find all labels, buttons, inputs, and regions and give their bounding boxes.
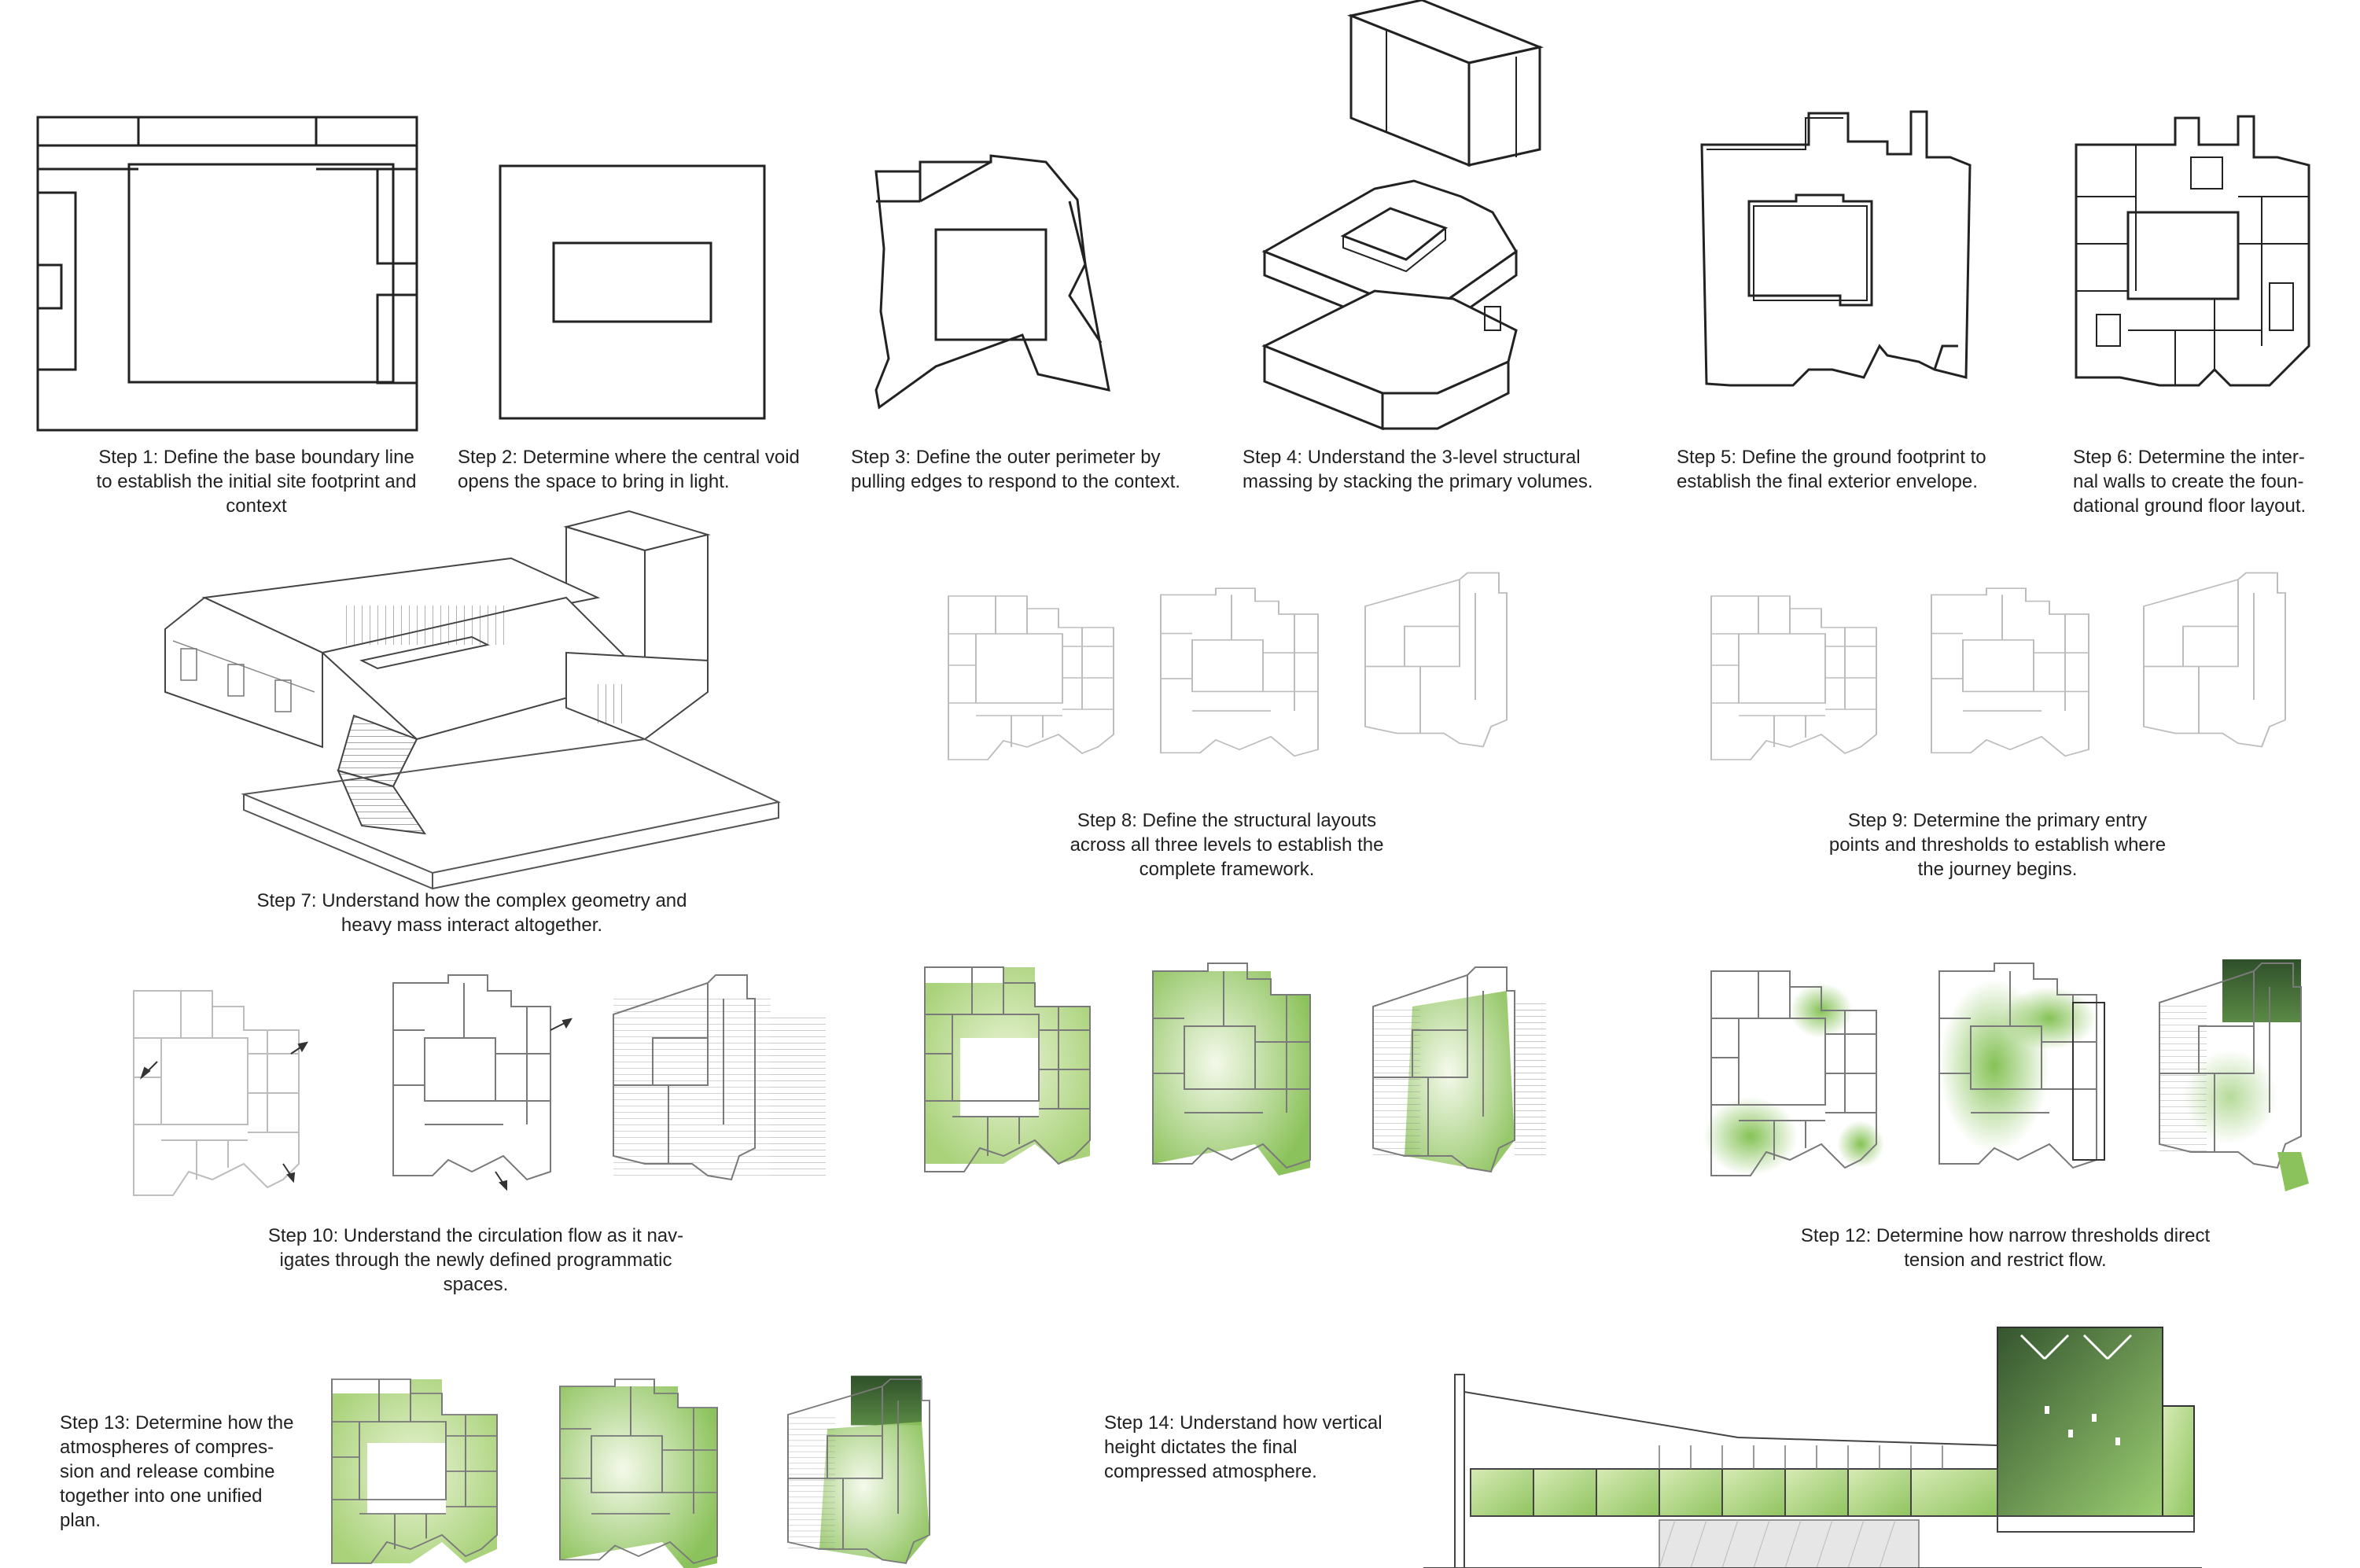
step10-plans [126,967,826,1196]
step2-figure [499,164,766,420]
step13-plans [324,1372,977,1568]
step13-caption: Step 13: Determine how the atmospheres o… [60,1412,294,1531]
step9-caption: Step 9: Determine the primary entry poin… [1828,810,2167,880]
step14-caption: Step 14: Understand how vertical height … [1104,1412,1382,1482]
step6-figure [2073,110,2340,397]
step7-caption: Step 7: Understand how the complex geome… [256,890,687,936]
green-plans-set-a [917,955,1546,1183]
step3-caption: Step 3: Define the outer perimeter by pu… [851,447,1180,492]
step8-caption: Step 8: Define the structural layouts ac… [1070,810,1384,880]
step8-plans [941,566,1538,763]
step3-figure [873,154,1140,414]
step1-figure [36,116,418,432]
step6-caption: Step 6: Determine the inter- nal walls t… [2073,447,2307,517]
step12-plans [1703,955,2332,1191]
step7-figure [157,503,786,893]
step1-caption: Step 1: Define the base boundary line to… [96,447,417,517]
step9-plans [1703,566,2317,763]
step14-section [1423,1320,2202,1568]
step5-caption: Step 5: Define the ground footprint to e… [1677,447,1986,492]
step4-figure [1257,0,1544,440]
step12-caption: Step 12: Determine how narrow thresholds… [1800,1225,2211,1271]
step4-caption: Step 4: Understand the 3-level structura… [1243,447,1593,492]
step2-caption: Step 2: Determine where the central void… [458,447,800,492]
step5-figure [1699,110,1975,393]
step10-caption: Step 10: Understand the circulation flow… [267,1225,684,1295]
